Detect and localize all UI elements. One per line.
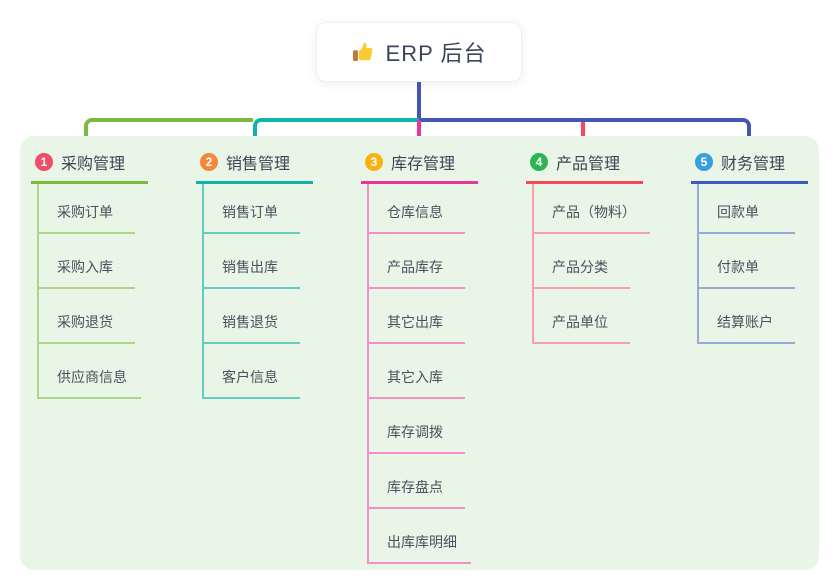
connector-bus-green — [84, 118, 253, 146]
mindmap-node[interactable]: 库存调拨 — [369, 399, 465, 454]
branch-3: 3 库存管理仓库信息产品库存其它出库其它入库库存调拨库存盘点出库库明细 — [361, 150, 521, 564]
branches-panel — [20, 136, 819, 570]
branch-items: 产品（物料）产品分类产品单位 — [532, 184, 650, 344]
branch-2: 2 销售管理销售订单销售出库销售退货客户信息 — [196, 150, 356, 399]
mindmap-node[interactable]: 供应商信息 — [39, 344, 141, 399]
mindmap-node[interactable]: 采购退货 — [39, 289, 135, 344]
branch-items: 仓库信息产品库存其它出库其它入库库存调拨库存盘点出库库明细 — [367, 184, 471, 564]
branch-1: 1 采购管理采购订单采购入库采购退货供应商信息 — [31, 150, 191, 399]
connector-drop-pink — [417, 120, 421, 147]
mindmap-node[interactable]: 其它出库 — [369, 289, 465, 344]
branch-title-node[interactable]: 4 产品管理 — [526, 150, 643, 184]
mindmap-node[interactable]: 库存盘点 — [369, 454, 465, 509]
mindmap-node[interactable]: 付款单 — [699, 234, 795, 289]
branch-items: 回款单付款单结算账户 — [697, 184, 795, 344]
branch-number-badge: 5 — [695, 153, 713, 171]
root-node[interactable]: ERP 后台 — [316, 22, 522, 82]
branch-number-badge: 2 — [200, 153, 218, 171]
branch-title-node[interactable]: 3 库存管理 — [361, 150, 478, 184]
branch-title-label: 采购管理 — [61, 156, 126, 173]
branch-title-label: 财务管理 — [721, 156, 786, 173]
branch-number-badge: 4 — [530, 153, 548, 171]
mindmap-node[interactable]: 销售订单 — [204, 184, 300, 234]
connector-root-line — [417, 82, 421, 120]
connector-bus-blue — [421, 118, 751, 148]
mindmap-node[interactable]: 销售出库 — [204, 234, 300, 289]
branch-4: 4 产品管理产品（物料）产品分类产品单位 — [526, 150, 686, 344]
mindmap-node[interactable]: 结算账户 — [699, 289, 795, 344]
branch-items: 销售订单销售出库销售退货客户信息 — [202, 184, 300, 399]
connector-bus-teal — [253, 118, 419, 146]
thumbs-up-icon — [352, 40, 376, 64]
mindmap-node[interactable]: 出库库明细 — [369, 509, 471, 564]
branch-title-node[interactable]: 2 销售管理 — [196, 150, 313, 184]
root-title: ERP 后台 — [385, 41, 487, 66]
mindmap-node[interactable]: 销售退货 — [204, 289, 300, 344]
branch-title-node[interactable]: 5 财务管理 — [691, 150, 808, 184]
branch-5: 5 财务管理回款单付款单结算账户 — [691, 150, 839, 344]
branch-title-label: 销售管理 — [226, 156, 291, 173]
branch-number-badge: 3 — [365, 153, 383, 171]
mindmap-node[interactable]: 采购入库 — [39, 234, 135, 289]
mindmap-node[interactable]: 产品库存 — [369, 234, 465, 289]
mindmap-node[interactable]: 产品单位 — [534, 289, 630, 344]
mindmap-node[interactable]: 客户信息 — [204, 344, 300, 399]
mindmap-node[interactable]: 仓库信息 — [369, 184, 465, 234]
branch-title-node[interactable]: 1 采购管理 — [31, 150, 148, 184]
branch-number-badge: 1 — [35, 153, 53, 171]
connector-drop-red — [581, 122, 585, 146]
branch-title-label: 产品管理 — [556, 156, 621, 173]
mindmap-node[interactable]: 回款单 — [699, 184, 795, 234]
mindmap-node[interactable]: 产品分类 — [534, 234, 630, 289]
branch-items: 采购订单采购入库采购退货供应商信息 — [37, 184, 141, 399]
mindmap-node[interactable]: 产品（物料） — [534, 184, 650, 234]
mindmap-node[interactable]: 其它入库 — [369, 344, 465, 399]
mindmap-node[interactable]: 采购订单 — [39, 184, 135, 234]
branch-title-label: 库存管理 — [391, 156, 456, 173]
